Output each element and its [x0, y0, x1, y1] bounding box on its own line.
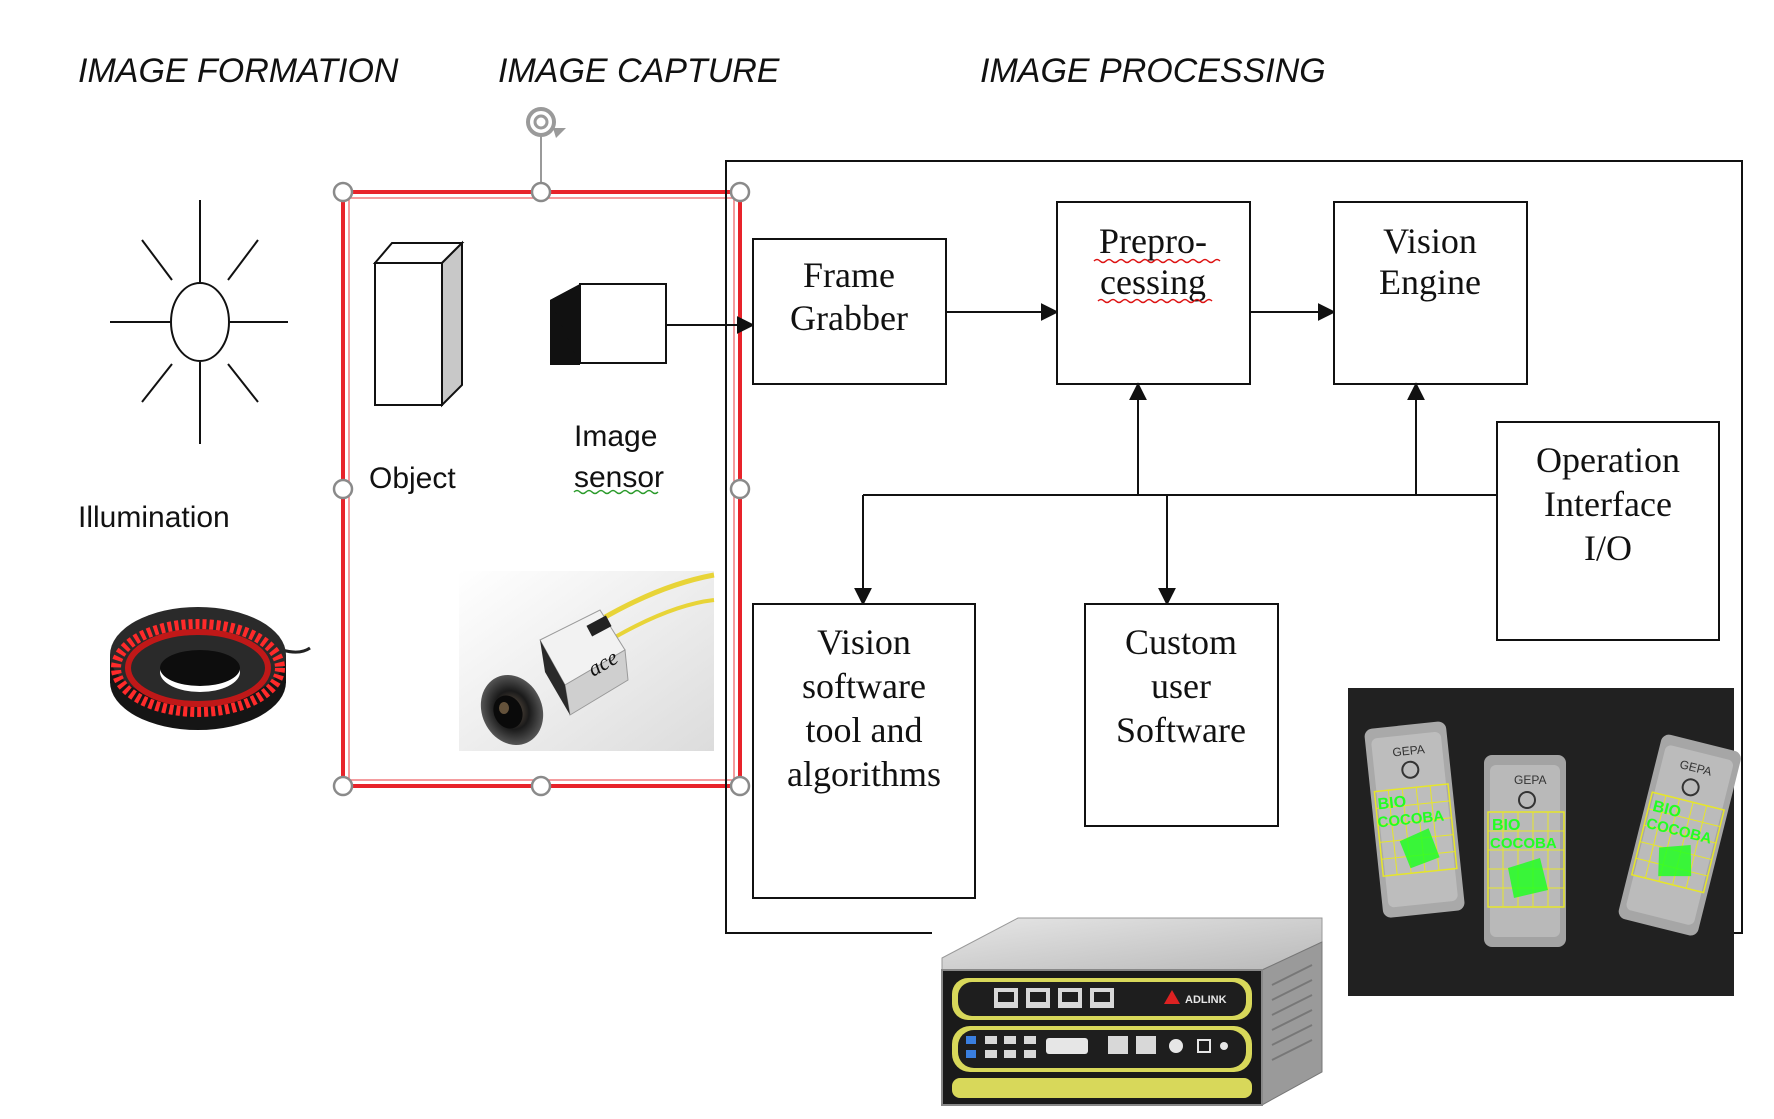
pouch-brand-2: GEPA: [1514, 773, 1546, 787]
vision-software-block: Vision software tool and algorithms: [752, 603, 976, 899]
industrial-camera-image: ace: [459, 571, 715, 751]
ring-light-image: [110, 607, 311, 730]
custom-software-label-line2: user: [1151, 666, 1211, 706]
preprocessing-label-line2: cessing: [1100, 262, 1206, 302]
pouch-text-1b: COCOBA: [1377, 808, 1445, 832]
image-sensor-label-line1: Image: [574, 420, 657, 453]
pouch-text-1a: BIO: [1377, 793, 1407, 813]
illumination-label: Illumination: [78, 501, 230, 534]
frame-grabber-block: Frame Grabber: [752, 238, 947, 385]
pouch-text-2a: BIO: [1492, 817, 1520, 834]
spellcheck-underline: [573, 489, 659, 495]
illumination-sun-icon: [110, 200, 288, 444]
resize-handles[interactable]: [332, 181, 751, 797]
frame-grabber-label-line2: Grabber: [790, 298, 908, 338]
vision-software-label-line1: Vision: [817, 622, 911, 662]
pouch-brand-1: GEPA: [1392, 742, 1426, 759]
image-sensor-camera-icon: [550, 283, 667, 365]
object-box-icon: [372, 240, 465, 408]
custom-software-block: Custom user Software: [1084, 603, 1279, 827]
vision-engine-label-line2: Engine: [1379, 262, 1481, 302]
operation-interface-label-line3: I/O: [1584, 528, 1632, 568]
heading-image-formation: IMAGE FORMATION: [78, 52, 399, 90]
heading-image-capture: IMAGE CAPTURE: [498, 52, 780, 90]
processing-frame: [725, 160, 1743, 934]
preprocessing-label-line1: Prepro-: [1099, 221, 1207, 261]
custom-software-label-line3: Software: [1116, 710, 1246, 750]
pc-brand-text: ADLINK: [1185, 994, 1227, 1006]
heading-image-processing: IMAGE PROCESSING: [980, 52, 1326, 90]
operation-interface-block: Operation Interface I/O: [1496, 421, 1720, 641]
operation-interface-label-line1: Operation: [1536, 440, 1680, 480]
object-label: Object: [369, 462, 456, 495]
vision-software-label-line4: algorithms: [787, 754, 941, 794]
vision-engine-label-line1: Vision: [1383, 221, 1477, 261]
vision-software-label-line3: tool and: [806, 710, 923, 750]
frame-grabber-label-line1: Frame: [803, 255, 895, 295]
inspection-result-image: GEPA BIO COCOBA GEPA BIO COCOBA GEPA BIO…: [1348, 688, 1741, 996]
pouch-text-2b: COCOBA: [1490, 835, 1557, 852]
bus-connectors: [854, 382, 1497, 606]
image-sensor-label-line2: sensor: [574, 461, 664, 494]
pouch-text-3a: BIO: [1651, 798, 1683, 821]
preprocessing-block: Prepro- cessing: [1056, 201, 1251, 385]
custom-software-label-line1: Custom: [1125, 622, 1237, 662]
industrial-pc-image: ADLINK: [941, 917, 1323, 1106]
rotate-handle-icon[interactable]: [526, 107, 566, 138]
vision-software-label-line2: software: [802, 666, 926, 706]
vision-engine-block: Vision Engine: [1333, 201, 1528, 385]
operation-interface-label-line2: Interface: [1544, 484, 1672, 524]
